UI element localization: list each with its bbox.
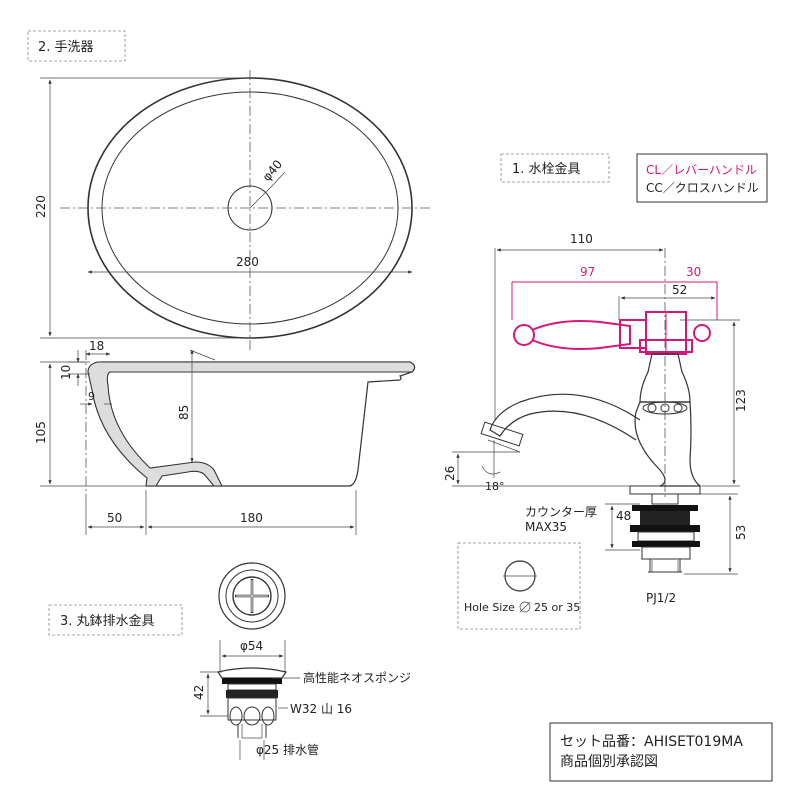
dim-42: 42 xyxy=(192,685,206,700)
faucet-title-box: 1. 水栓金具 xyxy=(500,153,610,183)
lever-handle xyxy=(513,311,711,355)
dim-50: 50 xyxy=(107,511,122,525)
dim-26: 26 xyxy=(443,466,457,481)
dim-48: 48 xyxy=(616,509,631,523)
sponge-label: 高性能ネオスポンジ xyxy=(303,670,411,685)
handle-option-cross: CC／クロスハンドル xyxy=(646,181,759,195)
faucet-shank xyxy=(630,493,700,573)
dim-angle: 18° xyxy=(485,480,505,493)
basin-title-box: 2. 手洗器 xyxy=(27,30,126,62)
set-number-box: セット品番：AHISET019MA 商品個別承認図 xyxy=(549,722,773,782)
handle-option-lever: CL／レバーハンドル xyxy=(646,163,757,177)
dim-10: 10 xyxy=(59,365,73,380)
hole-size-label: Hole Size xyxy=(464,601,515,614)
dim-85: 85 xyxy=(177,405,191,420)
dim-105: 105 xyxy=(34,421,48,444)
basin-title: 2. 手洗器 xyxy=(38,40,94,55)
dim-123: 123 xyxy=(734,389,748,412)
drain-pipe-label: φ25 排水管 xyxy=(256,742,319,757)
dim-97: 97 xyxy=(580,265,595,279)
dim-280: 280 xyxy=(236,255,259,269)
dim-180: 180 xyxy=(240,511,263,525)
thread-label: PJ1/2 xyxy=(646,591,676,605)
drain-nut xyxy=(227,697,277,726)
set-number-line1: セット品番：AHISET019MA xyxy=(560,734,743,750)
faucet-spout xyxy=(480,393,641,453)
dim-52: 52 xyxy=(672,283,687,297)
dim-53: 53 xyxy=(734,525,748,540)
faucet-title: 1. 水栓金具 xyxy=(512,161,581,177)
faucet-body xyxy=(629,353,702,495)
hole-size-value: 25 or 35 xyxy=(534,601,580,614)
hole-diameter-label: φ40 xyxy=(260,157,286,184)
dim-110: 110 xyxy=(570,232,593,246)
counter-thickness-label: カウンター厚 xyxy=(525,505,597,519)
set-number-line2: 商品個別承認図 xyxy=(560,754,658,770)
dim-220: 220 xyxy=(34,195,48,218)
basin-top-view: φ40 220 280 xyxy=(34,70,432,350)
counter-max-label: MAX35 xyxy=(525,520,567,534)
dim-18: 18 xyxy=(89,339,104,353)
dim-9: 9 xyxy=(88,390,95,403)
hole-size-box: Hole Size 25 or 35 xyxy=(457,542,581,630)
basin-section-view: 18 10 9 85 105 50 180 xyxy=(34,339,416,535)
drain-title-box: 3. 丸鉢排水金具 xyxy=(48,604,183,636)
drain-title: 3. 丸鉢排水金具 xyxy=(60,613,155,629)
drain-view: φ54 42 高性能ネオスポンジ W32 山 16 φ25 排水管 xyxy=(192,562,411,760)
handle-options-box: CL／レバーハンドル CC／クロスハンドル xyxy=(636,153,768,203)
drain-thread-label: W32 山 16 xyxy=(290,702,352,716)
dim-30: 30 xyxy=(686,265,701,279)
drain-top-diameter: φ54 xyxy=(240,639,263,653)
faucet-view: 110 97 30 52 xyxy=(443,232,748,605)
